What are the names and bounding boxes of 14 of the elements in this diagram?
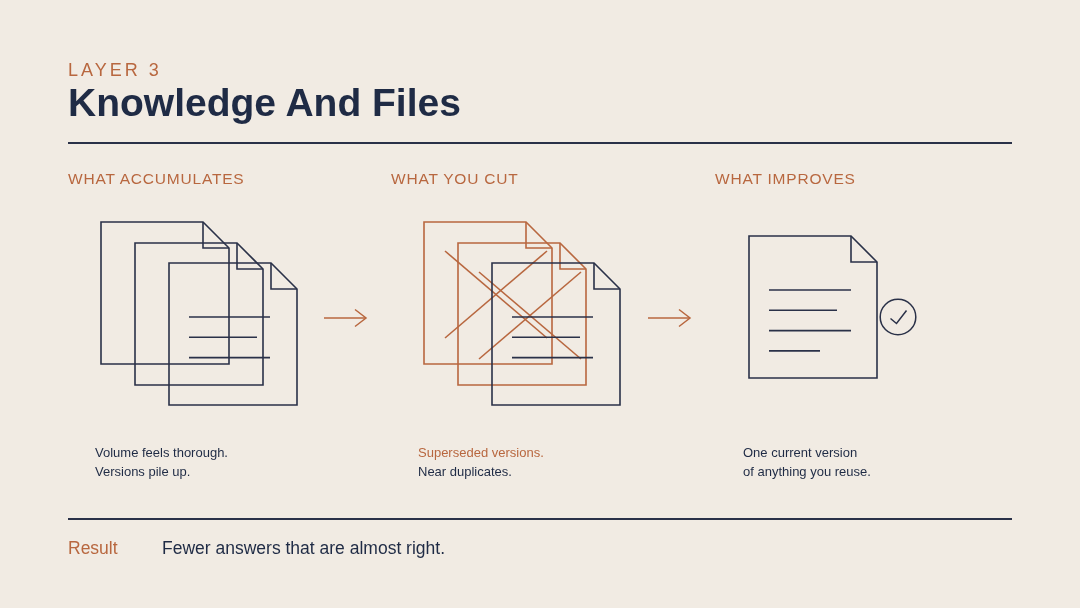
result-label: Result (68, 538, 118, 559)
slide-title: Knowledge And Files (68, 80, 461, 126)
arrow (323, 308, 367, 328)
caption-text: Superseded versions. (418, 444, 544, 462)
caption-text: One current version of anything you reuse. (743, 444, 871, 481)
arrow (647, 308, 691, 328)
caption-text: Near duplicates. (418, 463, 512, 481)
column-heading: WHAT YOU CUT (391, 170, 519, 189)
column-heading: WHAT ACCUMULATES (68, 170, 245, 189)
eyebrow-label: LAYER 3 (68, 59, 162, 81)
result-text: Fewer answers that are almost right. (162, 538, 446, 559)
caption-text: Volume feels thorough. (95, 444, 228, 462)
caption-text: Versions pile up. (95, 463, 191, 481)
column-heading: WHAT IMPROVES (715, 170, 856, 189)
